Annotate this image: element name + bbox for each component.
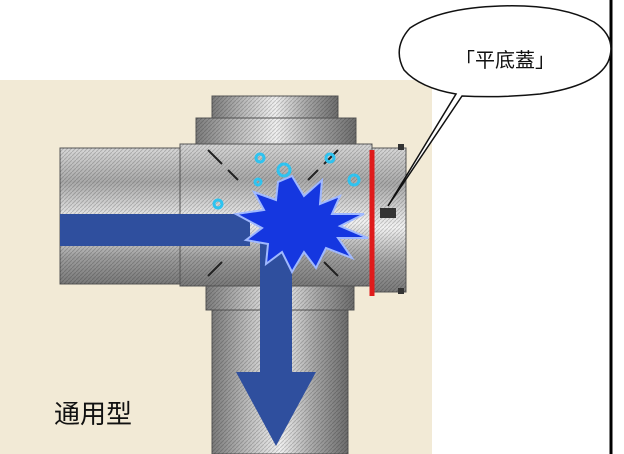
water-bubble-icon	[212, 152, 361, 210]
end-cap-flange	[371, 144, 407, 294]
internal-dash-lines	[207, 149, 339, 277]
impact-burst-icon	[232, 174, 369, 275]
type-label: 通用型	[54, 400, 133, 430]
flat-cap-callout-label: 「平底蓋」	[455, 48, 555, 72]
callout-bubble-icon	[387, 5, 612, 207]
flow-arrow-icon	[60, 214, 316, 446]
top-flange	[195, 95, 357, 147]
